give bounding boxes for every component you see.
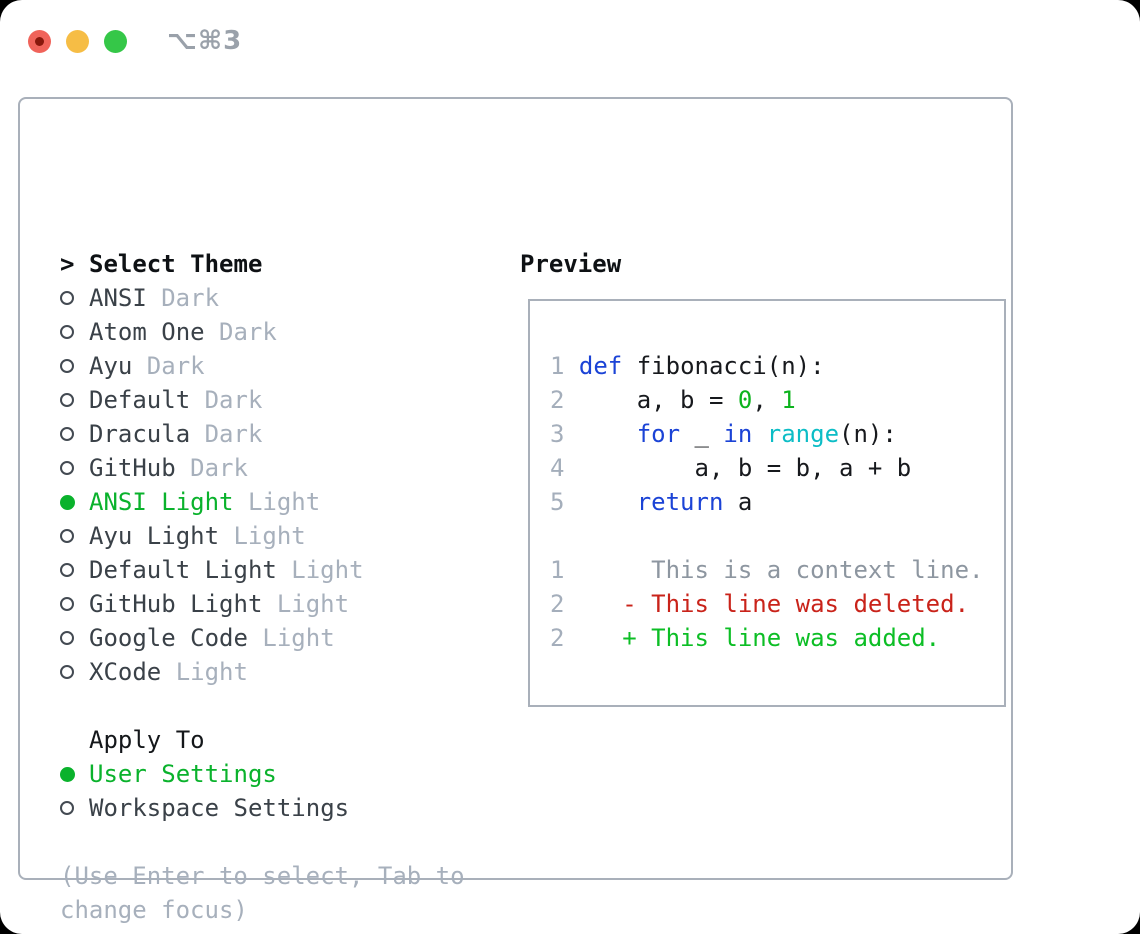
theme-name: ANSI [89,284,147,312]
theme-variant: Dark [146,352,205,380]
apply-option[interactable]: User Settings [60,757,465,791]
theme-variant: Dark [190,454,248,482]
theme-variant: Light [233,522,306,550]
preview-box: 1 def fibonacci(n): 2 a, b = 0, 1 3 for _ … [528,299,1006,707]
theme-name: Atom One [89,318,205,346]
theme-option[interactable]: GitHub Light Light [60,587,465,621]
theme-name: Ayu Light [89,522,220,550]
code-line [550,519,983,553]
code-line: 2 a, b = 0, 1 [550,386,796,414]
theme-variant: Light [247,488,321,516]
radio-selected-icon [60,494,89,510]
hint-line-2: change focus) [60,896,248,924]
theme-variant: Dark [161,284,220,312]
code-line: 2 - This line was deleted. [550,590,970,618]
theme-option[interactable]: Default Light Light [60,553,465,587]
theme-variant: Dark [219,318,277,346]
theme-option[interactable]: ANSI Dark [60,281,465,315]
apply-option[interactable]: Workspace Settings [60,791,465,825]
radio-icon [60,461,89,475]
minimize-button[interactable] [66,29,89,53]
code-line: 4 a, b = b, a + b [550,454,912,482]
theme-option[interactable]: Ayu Dark [60,349,465,383]
theme-variant: Light [262,624,335,652]
theme-variant: Dark [204,386,263,414]
code-line: 3 for _ in range(n): [550,420,897,448]
theme-name: Ayu [89,352,133,380]
unsaved-dot-icon [35,36,44,46]
preview-title: Preview [520,250,622,278]
radio-icon [60,563,89,577]
theme-option[interactable]: Default Dark [60,383,465,417]
theme-name: Default Light [89,556,277,584]
apply-option-label: User Settings [89,760,277,788]
theme-variant: Light [175,658,248,686]
radio-icon [60,393,89,407]
radio-icon [60,665,89,679]
titlebar: ⌥⌘3 [28,26,242,56]
theme-variant: Light [276,590,350,618]
theme-name: Google Code [89,624,248,652]
radio-icon [60,359,89,373]
radio-icon [60,801,89,815]
apply-option-label: Workspace Settings [89,794,350,822]
theme-option[interactable]: XCode Light [60,655,465,689]
theme-name: Default [89,386,191,414]
radio-icon [60,291,89,305]
theme-name: ANSI Light [89,488,234,516]
select-theme-header: > Select Theme [60,247,465,281]
select-theme-title: Select Theme [89,250,263,278]
code-line: 1 def fibonacci(n): [550,352,825,380]
radio-icon [60,529,89,543]
theme-name: XCode [89,658,162,686]
apply-to-header: Apply To [60,723,465,757]
theme-option[interactable]: ANSI Light Light [60,485,465,519]
theme-variant: Dark [204,420,263,448]
theme-option[interactable]: Google Code Light [60,621,465,655]
radio-icon [60,427,89,441]
radio-selected-icon [60,766,89,782]
code-line: 1 This is a context line. [550,556,984,584]
code-line: 5 return a [550,488,753,516]
theme-option[interactable]: Ayu Light Light [60,519,465,553]
theme-option[interactable]: Atom One Dark [60,315,465,349]
radio-icon [60,325,89,339]
preview-code: 1 def fibonacci(n): 2 a, b = 0, 1 3 for _ … [550,349,983,655]
theme-option[interactable]: Dracula Dark [60,417,465,451]
theme-variant: Light [291,556,364,584]
apply-to-title: Apply To [89,726,205,754]
radio-icon [60,631,89,645]
theme-name: GitHub Light [89,590,263,618]
window-title: ⌥⌘3 [167,26,243,56]
radio-icon [60,597,89,611]
close-button[interactable] [28,29,51,53]
theme-option[interactable]: GitHub Dark [60,451,465,485]
hint-line-1: (Use Enter to select, Tab to [60,862,465,890]
code-line: 2 + This line was added. [550,624,941,652]
theme-name: GitHub [89,454,176,482]
maximize-button[interactable] [104,29,127,53]
focus-caret-icon: > [60,250,75,278]
theme-name: Dracula [89,420,191,448]
